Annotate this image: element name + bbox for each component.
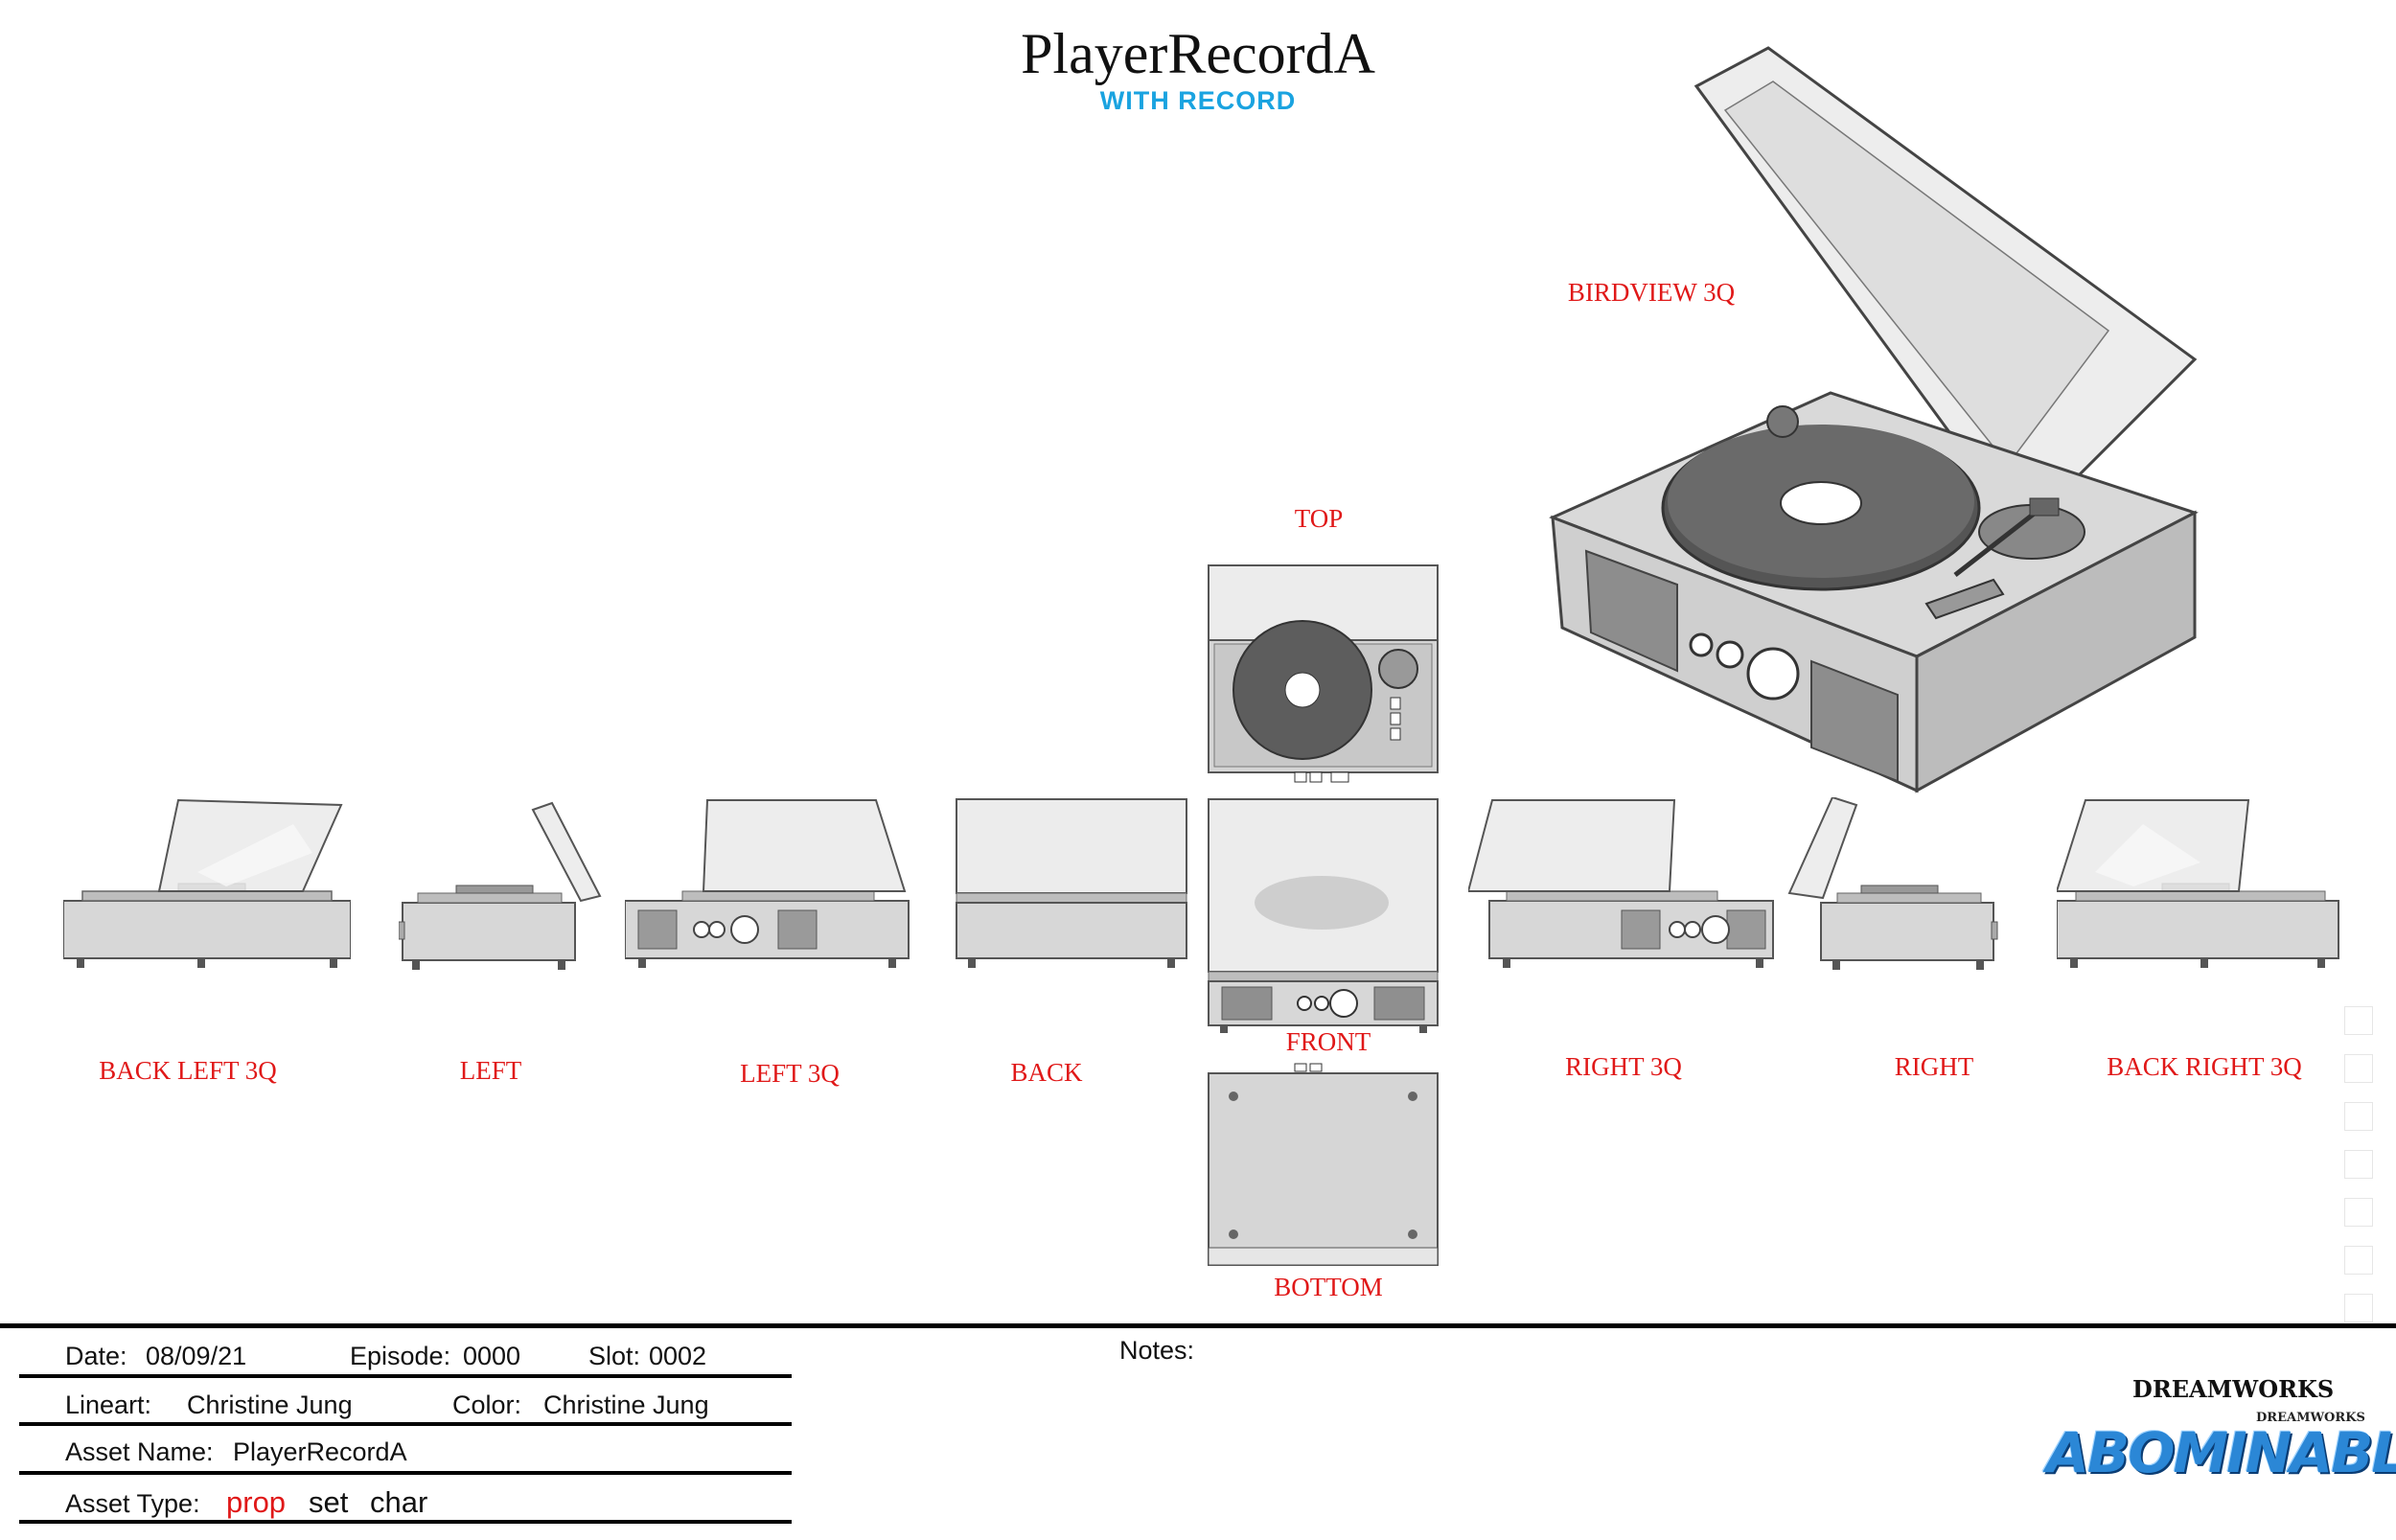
date-label: Date: [65,1342,127,1370]
asset-type-option-prop: prop [226,1485,287,1519]
episode-label: Episode: [350,1342,451,1370]
date-value: 08/09/21 [146,1342,247,1370]
label-left: LEFT [459,1056,522,1085]
dreamworks-small-logo: DREAMWORKS [2256,1411,2365,1425]
asset-type-option-char: char [370,1485,428,1519]
label-right-3q: RIGHT 3Q [1565,1052,1682,1081]
edge-box [2344,1294,2373,1322]
label-top: TOP [1294,504,1344,533]
right-view-drawing [1787,797,1998,970]
abominable-logo: ABOMINABLE [2046,1420,2396,1485]
sheet-subtitle: WITH RECORD [1099,86,1297,115]
label-back-right-3q: BACK RIGHT 3Q [2107,1052,2302,1081]
episode-value: 0000 [463,1342,521,1370]
top-view-drawing [1208,564,1439,783]
left-3q-drawing [625,799,910,968]
asset-name-label: Asset Name: [65,1437,214,1466]
footer-rule [19,1422,792,1426]
color-value: Christine Jung [543,1391,709,1419]
footer-rule [19,1374,792,1378]
edge-box [2344,1150,2373,1179]
edge-box [2344,1006,2373,1035]
edge-box [2344,1246,2373,1275]
asset-name-value: PlayerRecordA [233,1437,407,1466]
footer-rule [19,1471,792,1475]
footer-rule [19,1520,792,1524]
footer-divider [0,1323,2396,1328]
notes-label: Notes: [1119,1336,1195,1365]
back-left-3q-drawing [63,799,351,969]
right-3q-drawing [1468,799,1774,968]
bottom-view-drawing [1208,1063,1439,1266]
left-view-drawing [399,801,602,970]
label-bottom: BOTTOM [1274,1273,1383,1301]
dreamworks-logo: DREAMWORKS [2132,1375,2335,1403]
slot-label: Slot: [588,1342,641,1370]
color-label: Color: [452,1391,522,1419]
back-right-3q-drawing [2057,799,2339,968]
lineart-label: Lineart: [65,1391,152,1419]
front-view-drawing [1208,798,1439,1033]
label-back: BACK [1010,1058,1083,1087]
label-right: RIGHT [1894,1052,1974,1081]
edge-box [2344,1198,2373,1227]
lineart-value: Christine Jung [187,1391,353,1419]
birdview-3q-drawing [1549,46,2199,793]
slot-value: 0002 [649,1342,707,1370]
label-back-left-3q: BACK LEFT 3Q [99,1056,277,1085]
asset-type-label: Asset Type: [65,1489,200,1518]
label-front: FRONT [1285,1027,1371,1056]
label-left-3q: LEFT 3Q [740,1059,840,1088]
asset-type-option-set: set [309,1485,349,1519]
label-birdview-3q: BIRDVIEW 3Q [1567,278,1736,307]
edge-box [2344,1054,2373,1083]
back-view-drawing [956,798,1187,968]
sheet-title: PlayerRecordA [1021,22,1375,85]
edge-box [2344,1102,2373,1131]
